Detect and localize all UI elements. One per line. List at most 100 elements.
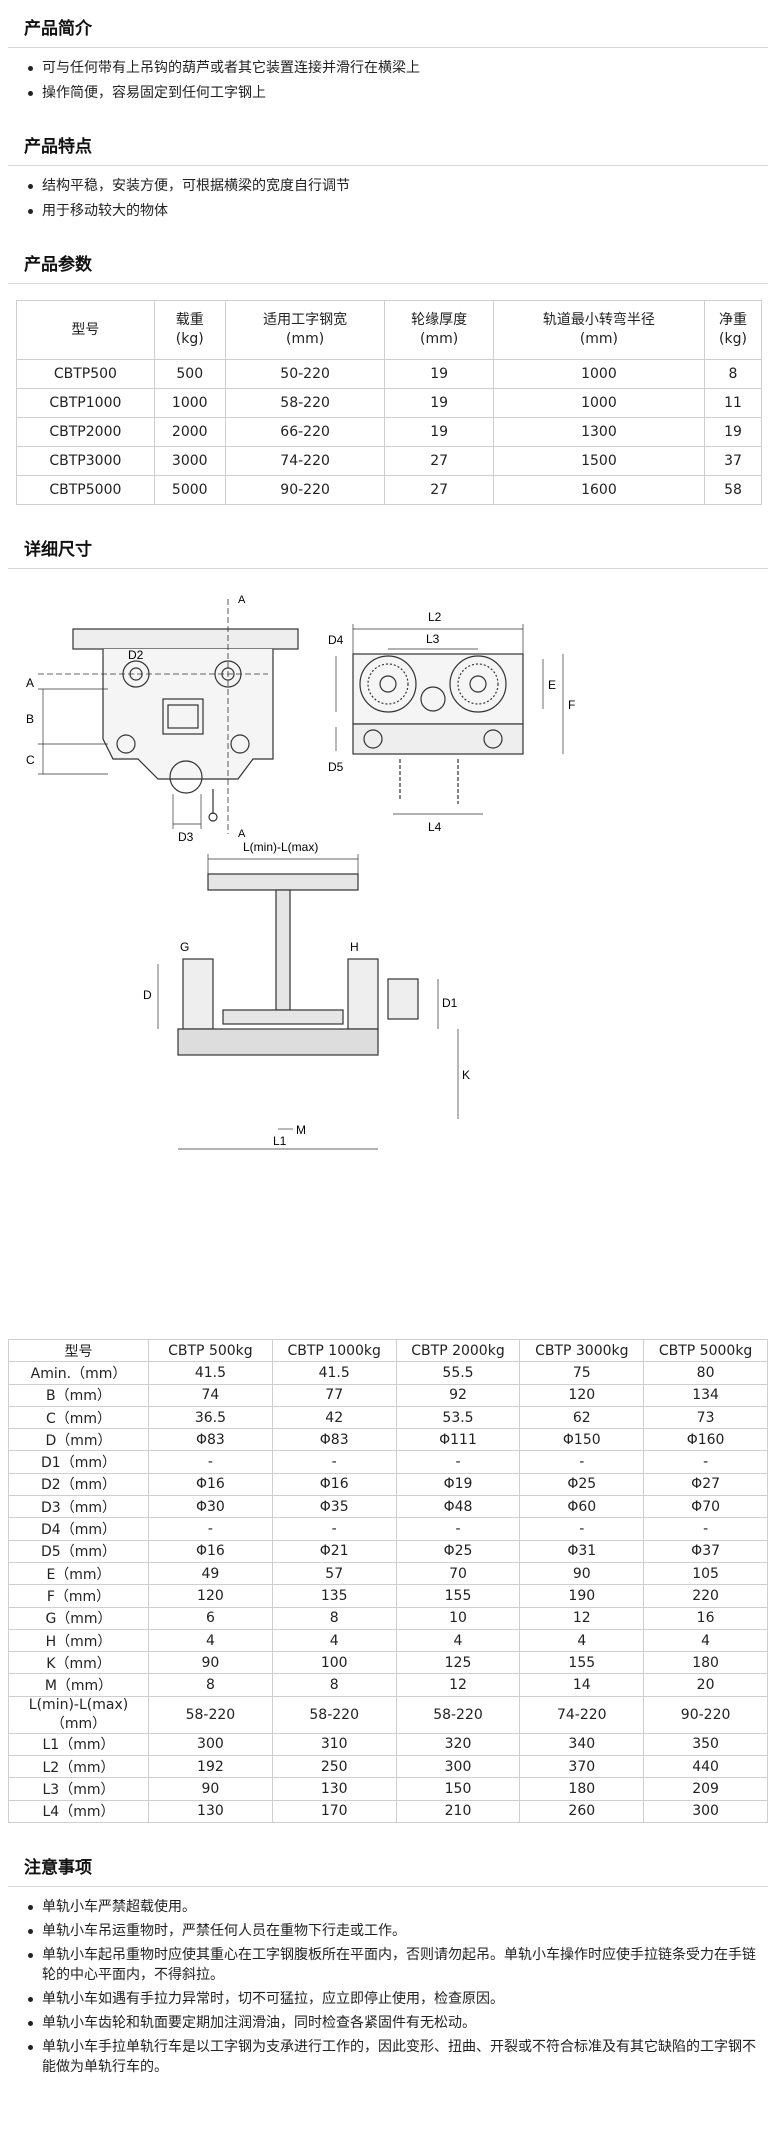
features-title: 产品特点 xyxy=(8,118,768,166)
table-cell: B（mm） xyxy=(8,1383,149,1407)
table-cell: 57 xyxy=(271,1561,397,1586)
table-header-cell: CBTP 2000kg xyxy=(395,1338,521,1363)
label-d3: D3 xyxy=(178,830,194,844)
table-cell: 250 xyxy=(271,1755,397,1779)
table-cell: 210 xyxy=(395,1799,521,1823)
table-cell: CBTP3000 xyxy=(16,446,155,476)
table-cell: 90-220 xyxy=(643,1695,768,1734)
label-lrange: L(min)-L(max) xyxy=(243,840,318,854)
table-cell: 4 xyxy=(271,1628,397,1653)
table-cell: - xyxy=(643,1517,768,1541)
list-item: 结构平稳，安装方便，可根据横梁的宽度自行调节 xyxy=(28,176,768,197)
table-cell: - xyxy=(395,1450,521,1474)
table-header-cell: 型号 xyxy=(16,300,155,360)
table-cell: H（mm） xyxy=(8,1628,149,1653)
table-cell: 209 xyxy=(643,1777,768,1801)
table-cell: 155 xyxy=(519,1651,645,1675)
table-cell: CBTP5000 xyxy=(16,475,155,505)
table-cell: 5000 xyxy=(153,475,226,505)
table-cell: 12 xyxy=(395,1673,521,1697)
table-cell: 260 xyxy=(519,1799,645,1823)
table-row: D1（mm）----- xyxy=(8,1450,768,1474)
table-cell: 4 xyxy=(148,1628,273,1653)
list-item: 单轨小车严禁超载使用。 xyxy=(28,1897,768,1917)
label-d4: D4 xyxy=(328,633,344,647)
table-cell: - xyxy=(148,1450,273,1474)
table-cell: 90 xyxy=(519,1561,645,1586)
table-cell: 62 xyxy=(519,1405,645,1430)
table-cell: 4 xyxy=(643,1628,768,1653)
table-cell: 55.5 xyxy=(395,1361,521,1385)
table-header-cell: CBTP 500kg xyxy=(148,1338,273,1363)
table-cell: Φ37 xyxy=(643,1539,768,1563)
table-cell: 19 xyxy=(384,388,494,418)
gear-view-drawing: L2 L3 D4 D5 E F L4 xyxy=(328,610,575,834)
label-l4: L4 xyxy=(428,820,442,834)
table-cell: 120 xyxy=(148,1584,273,1608)
table-header-cell: 载重(kg) xyxy=(153,300,226,360)
table-cell: 180 xyxy=(643,1651,768,1675)
table-cell: 27 xyxy=(384,446,494,476)
label-c: C xyxy=(26,753,35,767)
table-header-cell: 适用工字钢宽(mm) xyxy=(224,300,386,360)
list-item: 单轨小车起吊重物时应使其重心在工字钢腹板所在平面内，否则请勿起吊。单轨小车操作时… xyxy=(28,1945,768,1985)
table-cell: 66-220 xyxy=(224,417,386,447)
table-cell: 100 xyxy=(271,1651,397,1675)
table-cell: CBTP2000 xyxy=(16,417,155,447)
table-cell: Φ111 xyxy=(395,1428,521,1452)
table-cell: 14 xyxy=(519,1673,645,1697)
label-e: E xyxy=(548,678,556,692)
table-cell: 19 xyxy=(384,359,494,389)
table-cell: - xyxy=(271,1517,397,1541)
table-cell: 41.5 xyxy=(148,1361,273,1385)
table-cell: 50-220 xyxy=(224,359,386,389)
table-header-cell: 轮缘厚度(mm) xyxy=(384,300,494,360)
table-cell: G（mm） xyxy=(8,1606,149,1630)
table-cell: D2（mm） xyxy=(8,1472,149,1497)
params-title: 产品参数 xyxy=(8,236,768,284)
table-cell: 310 xyxy=(271,1732,397,1757)
table-cell: 90-220 xyxy=(224,475,386,505)
table-cell: Φ16 xyxy=(148,1539,273,1563)
table-cell: 192 xyxy=(148,1755,273,1779)
table-cell: 155 xyxy=(395,1584,521,1608)
table-cell: 105 xyxy=(643,1561,768,1586)
table-cell: Amin.（mm） xyxy=(8,1361,149,1385)
label-g: G xyxy=(180,940,189,954)
table-cell: Φ19 xyxy=(395,1472,521,1497)
label-l2: L2 xyxy=(428,610,442,624)
table-cell: D3（mm） xyxy=(8,1495,149,1519)
table-cell: 300 xyxy=(643,1799,768,1823)
table-cell: M（mm） xyxy=(8,1673,149,1697)
table-cell: 4 xyxy=(519,1628,645,1653)
table-cell: Φ160 xyxy=(643,1428,768,1452)
table-cell: 350 xyxy=(643,1732,768,1757)
section-view-drawing: L(min)-L(max) G H D D1 K M L1 xyxy=(143,840,470,1150)
list-item: 单轨小车手拉单轨行车是以工字钢为支承进行工作的，因此变形、扭曲、开裂或不符合标准… xyxy=(28,2037,768,2077)
table-cell: D1（mm） xyxy=(8,1450,149,1474)
table-cell: 135 xyxy=(271,1584,397,1608)
label-d5: D5 xyxy=(328,760,344,774)
table-cell: 1600 xyxy=(492,475,706,505)
label-a-top: A xyxy=(238,594,246,606)
table-cell: 500 xyxy=(153,359,226,389)
table-cell: 440 xyxy=(643,1755,768,1779)
table-cell: 8 xyxy=(271,1673,397,1697)
list-item: 操作简便，容易固定到任何工字钢上 xyxy=(28,83,768,104)
label-d: D xyxy=(143,988,152,1002)
table-cell: 58-220 xyxy=(395,1695,521,1734)
table-cell: 120 xyxy=(519,1383,645,1407)
table-cell: Φ25 xyxy=(395,1539,521,1563)
